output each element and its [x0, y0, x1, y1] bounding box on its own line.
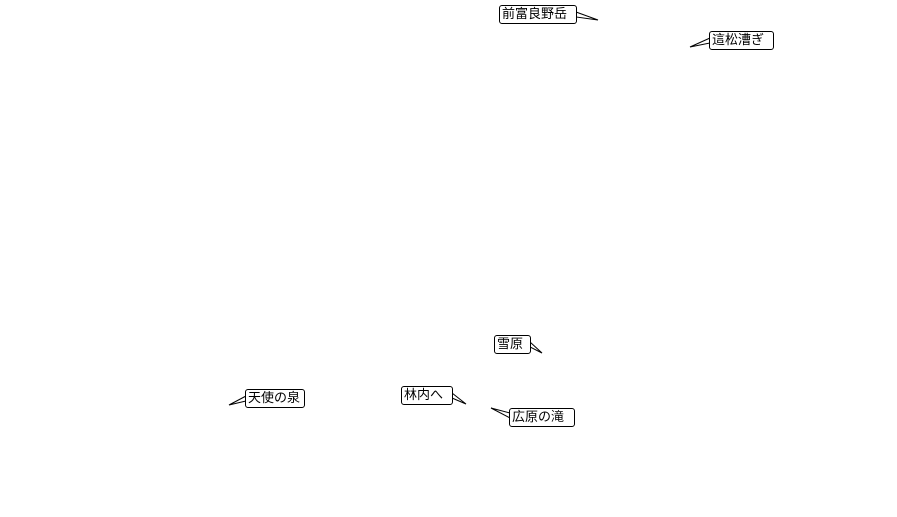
kohara-pointer — [490, 407, 511, 419]
maefurano-pointer — [575, 11, 599, 21]
hoshomatsu-pointer — [689, 37, 711, 48]
yukihara-pointer — [529, 340, 543, 354]
map-label-rinnai-he[interactable]: 林内へ — [401, 386, 453, 405]
map-label-tenshi-no-izumi[interactable]: 天使の泉 — [245, 389, 305, 408]
map-label-haimatsu-kogi[interactable]: 這松漕ぎ — [709, 31, 774, 50]
rinnai-pointer — [451, 391, 467, 405]
map-label-kohara-no-taki[interactable]: 広原の滝 — [509, 408, 575, 427]
tenshi-pointer — [228, 395, 247, 406]
map-label-setsugen[interactable]: 雪原 — [494, 335, 531, 354]
map-label-maefurano-dake[interactable]: 前富良野岳 — [499, 5, 577, 24]
